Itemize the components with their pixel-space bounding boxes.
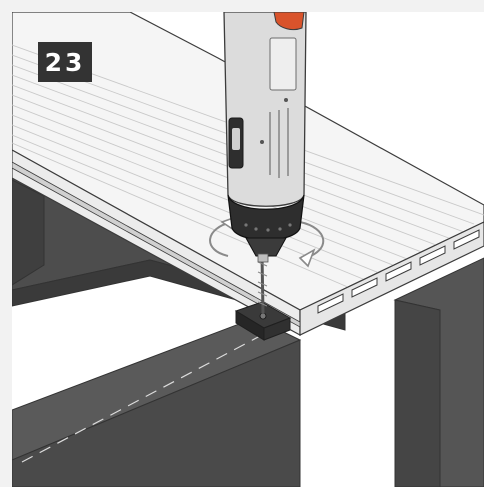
board-side-groove [12, 161, 301, 328]
board-grooves [12, 44, 484, 295]
cordless-screwdriver [223, 12, 307, 263]
joist-centerline [21, 334, 263, 463]
deck-assembly-illustration [12, 12, 484, 487]
back-beam-underside [12, 259, 346, 331]
right-beam-side [394, 299, 441, 487]
left-post [12, 179, 45, 286]
fastener-clip [234, 301, 292, 341]
step-number-badge: 23 [38, 42, 92, 82]
front-joist-side [12, 339, 301, 487]
screw-and-bit [257, 254, 268, 315]
board-hollow-chambers [317, 229, 480, 314]
instruction-panel: 23 [12, 12, 484, 487]
